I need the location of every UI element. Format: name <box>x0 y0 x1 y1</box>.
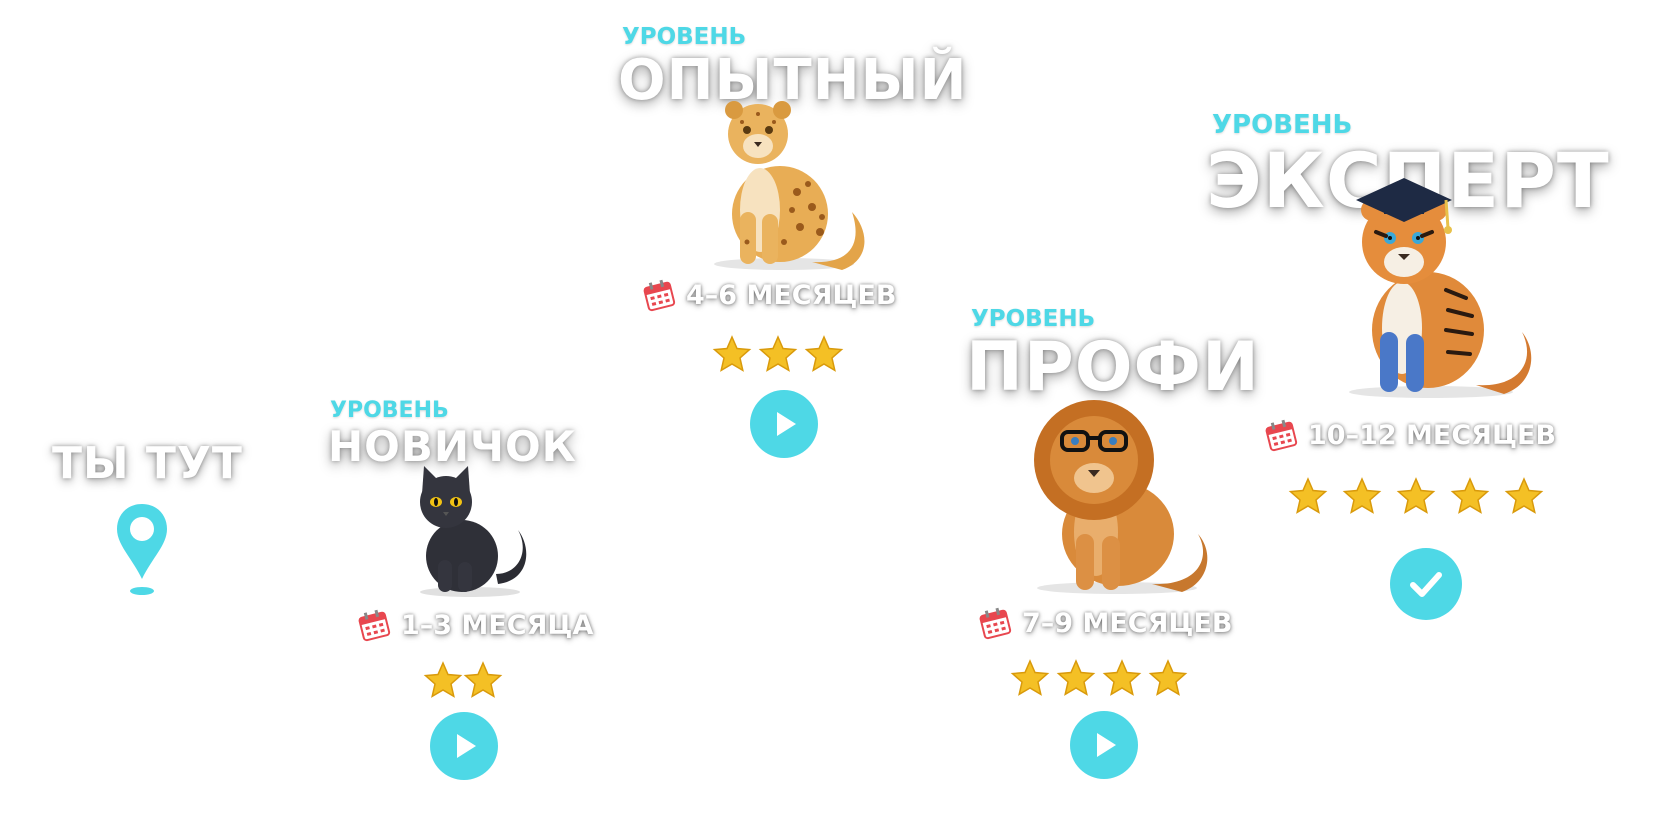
duration-text: 10–12 МЕСЯЦЕВ <box>1308 419 1557 451</box>
star-icon <box>712 335 752 372</box>
calendar-icon <box>1265 419 1298 452</box>
level-tag: УРОВЕНЬ <box>1212 110 1353 140</box>
check-icon <box>1410 572 1442 597</box>
play-icon <box>457 734 476 758</box>
cheetah-illustration <box>714 101 865 270</box>
star-icon <box>1056 659 1096 696</box>
completed-check-button-expert[interactable] <box>1390 548 1462 620</box>
star-rating <box>423 660 503 700</box>
star-rating <box>1010 658 1188 698</box>
you-are-here-label: ТЫ ТУТ <box>52 438 243 489</box>
calendar-icon <box>358 609 391 642</box>
play-button-novice[interactable] <box>430 712 498 780</box>
play-button-experienced[interactable] <box>750 390 818 458</box>
duration-experienced: 4–6 МЕСЯЦЕВ <box>642 278 896 312</box>
level-name-experienced: ОПЫТНЫЙ <box>618 48 968 113</box>
star-icon <box>1010 659 1050 696</box>
star-rating <box>712 334 844 374</box>
play-button-pro[interactable] <box>1070 711 1138 779</box>
star-icon <box>423 661 463 698</box>
play-icon <box>777 412 796 436</box>
star-icon <box>1504 477 1544 514</box>
calendar-icon <box>643 279 676 312</box>
level-name-novice: НОВИЧОК <box>328 422 577 471</box>
tiger-illustration <box>1349 178 1532 398</box>
star-icon <box>1396 477 1436 514</box>
map-pin-icon <box>114 500 170 600</box>
star-icon <box>463 661 503 698</box>
level-tag: УРОВЕНЬ <box>330 398 449 423</box>
star-rating <box>1288 476 1544 516</box>
star-icon <box>1342 477 1382 514</box>
star-icon <box>1450 477 1490 514</box>
duration-text: 7–9 МЕСЯЦЕВ <box>1022 607 1233 639</box>
star-icon <box>1102 659 1142 696</box>
level-tag: УРОВЕНЬ <box>971 306 1096 332</box>
play-icon <box>1097 733 1116 757</box>
duration-text: 1–3 МЕСЯЦА <box>401 609 594 641</box>
star-icon <box>1148 659 1188 696</box>
star-icon <box>1288 477 1328 514</box>
calendar-icon <box>979 607 1012 640</box>
duration-expert: 10–12 МЕСЯЦЕВ <box>1264 418 1556 452</box>
duration-novice: 1–3 МЕСЯЦА <box>357 608 593 642</box>
star-icon <box>758 335 798 372</box>
duration-pro: 7–9 МЕСЯЦЕВ <box>978 606 1232 640</box>
black-cat-illustration <box>420 466 527 597</box>
level-name-pro: ПРОФИ <box>966 328 1260 407</box>
star-icon <box>804 335 844 372</box>
lion-illustration <box>1034 400 1208 594</box>
duration-text: 4–6 МЕСЯЦЕВ <box>686 279 897 311</box>
level-tag: УРОВЕНЬ <box>622 24 747 50</box>
